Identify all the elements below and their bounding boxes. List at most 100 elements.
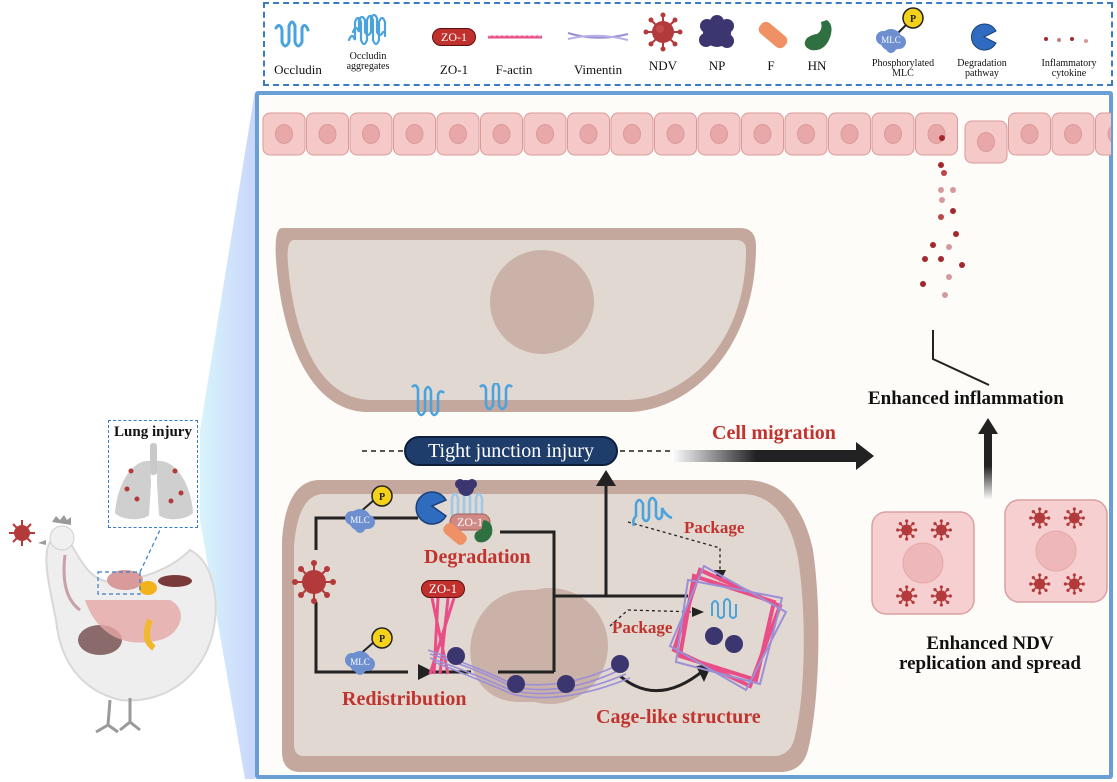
legend-label-occludin: Occludin: [274, 62, 322, 77]
legend-label-phosphorylated-mlc: Phosphorylated MLC: [871, 58, 935, 79]
enhanced-inflammation-label: Enhanced inflammation: [868, 388, 1064, 409]
tight-junction-injury-badge: Tight junction injury: [404, 436, 618, 466]
occludin-aggregates-icon: [347, 13, 387, 46]
cell-nucleus: [977, 132, 995, 152]
np-icon: [699, 15, 734, 48]
cytokine-dot: [950, 208, 956, 214]
package-label-top: Package: [684, 518, 745, 537]
epithelial-cell: [1095, 112, 1111, 156]
cytokine-dot: [922, 256, 928, 262]
p-text: P: [910, 14, 916, 25]
ndv-virus-icon: [896, 519, 918, 541]
legend-label-vimentin: Vimentin: [573, 62, 623, 77]
zoom-funnel: [200, 91, 255, 779]
cytokine-dot: [959, 262, 965, 268]
ndv-virus-icon: [930, 519, 952, 541]
phosphorylated-mlc-icon: MLC P: [876, 7, 924, 53]
cell-migration-arrow: [672, 442, 874, 470]
cell-nucleus: [797, 124, 815, 144]
hn-protein-icon: [474, 520, 493, 543]
cytokine-dot: [941, 170, 947, 176]
cytokine-release: [920, 135, 965, 358]
degradation-label: Degradation: [424, 546, 531, 568]
phosphorylated-mlc-bottom: MLC P: [345, 627, 393, 675]
lung-injury-box: Lung injury: [108, 420, 198, 528]
legend-panel: Occludin Occludin aggregates ZO-1 ZO-1 F…: [263, 2, 1113, 86]
cytokine-dot: [938, 256, 944, 262]
legend-label-hn: HN: [807, 58, 827, 73]
ndv-virus-icon: [643, 12, 683, 52]
legend-label-degradation-pathway: Degradation pathway: [957, 58, 1007, 79]
up-arrow-icon: [978, 418, 998, 500]
cell-nucleus: [449, 124, 467, 144]
cell-nucleus: [902, 542, 944, 584]
cytokine-dot: [946, 244, 952, 250]
legend-label-zo1: ZO-1: [439, 62, 469, 77]
legend-label-np: NP: [708, 58, 726, 73]
degradation-pathway-icon: [415, 491, 448, 525]
ndv-virus-icon: [896, 585, 918, 607]
cell-nucleus: [623, 124, 641, 144]
package-label-bottom: Package: [612, 618, 673, 637]
legend-label-f: F: [767, 58, 775, 73]
cage-like-structure-label: Cage-like structure: [596, 706, 761, 728]
cytokine-dot: [938, 214, 944, 220]
p-text: P: [379, 492, 385, 503]
zo1-icon: ZO-1: [432, 28, 476, 46]
cell-nucleus: [1035, 530, 1077, 572]
cytokine-dot: [950, 187, 956, 193]
infected-cells: [871, 499, 1108, 615]
cell-nucleus: [492, 124, 511, 144]
occludin-junction: [411, 383, 513, 417]
cell-nucleus: [318, 124, 337, 144]
inflammation-connector: [932, 355, 990, 386]
occludin-icon: [632, 496, 673, 527]
vimentin-icon: [567, 32, 629, 41]
zo1-text: ZO-1: [457, 515, 483, 529]
ndv-virus-icon: [9, 520, 35, 546]
f-protein-icon: [758, 21, 788, 49]
ndv-virus-icon: [1063, 507, 1085, 529]
cell-nucleus: [579, 124, 598, 144]
np-icon: [705, 627, 743, 653]
cell-nucleus: [753, 124, 772, 144]
cell-nucleus: [275, 124, 293, 144]
mlc-text: MLC: [350, 515, 370, 525]
ndv-virus-icon: [292, 560, 336, 604]
cell-nucleus: [405, 124, 424, 144]
pathway-lines: [314, 470, 726, 693]
degradation-complex: ZO-1: [415, 479, 493, 545]
ndv-virus-icon: [1029, 573, 1051, 595]
cytokine-dot: [942, 292, 948, 298]
occludin-icon: [274, 20, 310, 48]
cell-nucleus: [362, 124, 380, 144]
junction-line: [362, 450, 676, 452]
cell-nucleus: [666, 124, 685, 144]
cytokine-dot: [939, 135, 945, 141]
upper-cell: [275, 228, 756, 412]
legend-label-inflammatory-cytokine: Inflammatory cytokine: [1041, 58, 1097, 79]
ndv-virus-icon: [1029, 507, 1051, 529]
cell-nucleus: [840, 124, 859, 144]
hn-protein-icon: [804, 20, 832, 51]
mlc-text: MLC: [881, 35, 901, 45]
enhanced-ndv-line1: Enhanced NDV: [926, 633, 1054, 654]
cell-migration-label: Cell migration: [712, 422, 836, 444]
enhanced-ndv-label: Enhanced NDV replication and spread: [880, 634, 1100, 674]
cage-like-structure: [668, 564, 788, 692]
f-actin-icon: [488, 35, 542, 39]
mlc-text: MLC: [350, 657, 370, 667]
cell-nucleus: [1020, 124, 1039, 144]
cell-nucleus: [1064, 124, 1082, 144]
chicken-illustration: [9, 515, 217, 734]
redistribution-label: Redistribution: [342, 688, 467, 710]
legend-label-f-actin: F-actin: [495, 62, 533, 77]
legend-label-ndv: NDV: [648, 58, 678, 73]
cell-nucleus: [536, 124, 554, 144]
cell-nucleus: [710, 124, 728, 144]
ndv-virus-icon: [1063, 573, 1085, 595]
degradation-pathway-icon: [970, 23, 997, 51]
lungs-icon: [115, 443, 193, 520]
cytokine-dot: [953, 231, 959, 237]
cell-nucleus: [1107, 126, 1111, 142]
